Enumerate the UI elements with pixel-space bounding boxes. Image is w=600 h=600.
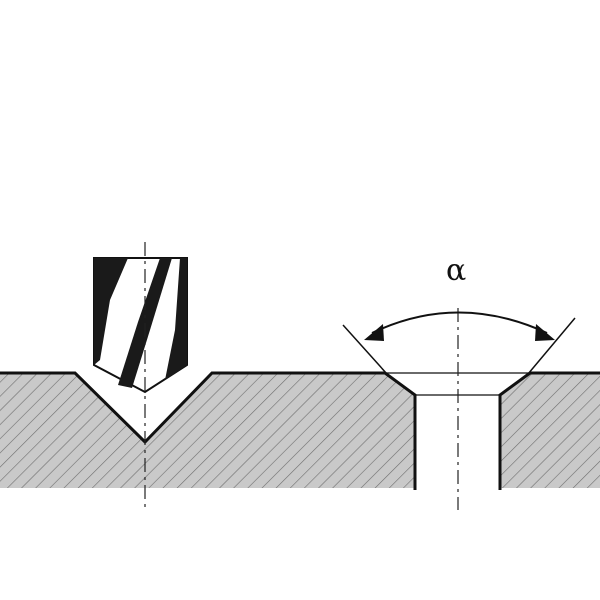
workpiece: [0, 371, 600, 490]
workpiece-right-hatch: [500, 373, 600, 488]
drill-bit-icon: [93, 257, 188, 394]
triangle-arrow-icon-left: [364, 324, 384, 341]
triangle-arrow-icon-right: [535, 324, 555, 341]
angle-label: α: [446, 253, 466, 288]
angle-extension-right: [527, 317, 576, 375]
angle-extension-left: [342, 324, 388, 375]
drill-flute-right: [165, 258, 187, 380]
angle-arc: [371, 311, 548, 334]
drill-flute-left: [94, 258, 128, 365]
workpiece-left-hatch: [0, 373, 415, 488]
